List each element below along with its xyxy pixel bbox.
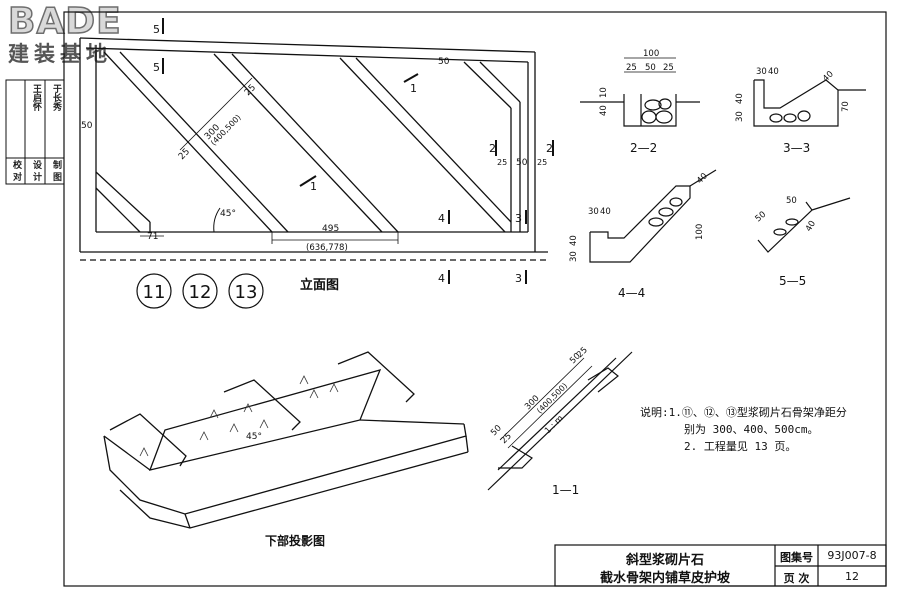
s22-dim-50: 50 [645,63,656,73]
s11-slope: 1 : m [543,414,566,437]
s11-dim-300-alt: (400,500) [535,381,569,415]
dim-25-right-a: 25 [497,158,507,167]
type-mark-13: 13 [235,282,258,303]
s55-label: 5—5 [779,274,806,288]
section-mark-3-a: 3 [515,212,522,225]
type-mark-11: 11 [143,282,166,303]
projection-title: 下部投影图 [265,533,325,548]
atlas-number-label: 图集号 [780,551,813,564]
angle-45: 45° [220,209,236,219]
left-signature-strip [5,79,65,185]
elevation-view [79,18,554,284]
section-2-2 [580,57,700,127]
s22-label: 2—2 [630,141,657,155]
elevation-title: 立面图 [300,277,339,293]
s44-dim-100: 100 [695,224,705,240]
note-line-1: 说明:1.⑪、⑫、⑬型浆砌片石骨架净距分 [640,406,847,419]
atlas-number-value: 93J007-8 [827,549,877,562]
s33-dim-70: 70 [841,101,851,112]
section-mark-4-b: 4 [438,272,445,285]
strip-name-2: 于长秀 [51,84,61,111]
s33-dim-30: 30 [756,67,767,77]
s44-dim-30: 30 [588,207,599,217]
dim-25-right-b: 25 [537,158,547,167]
s55-dim-50b: 50 [786,196,797,206]
section-mark-1-a: 1 [310,180,317,193]
section-mark-2-b: 2 [546,142,553,155]
strip-role-check: 校 对 [11,160,21,182]
section-mark-5-top: 5 [153,23,160,36]
strip-name-1: 王启怀 [31,84,41,111]
dim-left-50: 50 [81,121,93,131]
section-mark-4-a: 4 [438,212,445,225]
section-1-1 [487,351,633,491]
page-number-value: 12 [845,570,859,583]
note-line-2: 别为 300、400、500cm。 [684,423,819,436]
section-5-5 [757,197,851,253]
drawing-title-line1: 斜型浆砌片石 [625,553,704,568]
s33-dim-30-side: 30 [735,111,745,122]
dim-495-alt: (636,778) [306,243,348,253]
s11-dim-25: 25 [499,431,514,446]
dim-495: 495 [322,224,339,234]
s44-dim-40-side: 40 [569,235,579,246]
dim-25-a: 25 [177,147,192,162]
s11-label: 1—1 [552,483,579,497]
s55-dim-40: 40 [804,219,818,233]
strip-role-design: 设 计 [31,160,41,182]
section-mark-1-b: 1 [410,82,417,95]
projection-view [103,351,469,529]
s44-dim-40: 40 [600,207,611,217]
s33-label: 3—3 [783,141,810,155]
s44-dim-40b: 40 [695,171,710,186]
drawing-title-line2: 截水骨架内铺草皮护坡 [599,571,730,586]
s44-dim-30-side: 30 [569,251,579,262]
brand-logo-subtitle: 建装基地 [8,42,112,66]
note-line-3: 2. 工程量见 13 页。 [684,440,797,453]
section-4-4 [589,169,717,263]
elevation-dimensions: 50 71 45° 495 (636,778) 300 (400,500) 25… [81,23,553,285]
section-3-3 [753,79,866,127]
section-mark-3-b: 3 [515,272,522,285]
type-marks [136,273,264,309]
grass-marks [139,375,339,457]
s55-dim-50: 50 [754,210,769,225]
section-mark-2-a: 2 [489,142,496,155]
projection-angle: 45° [246,432,262,442]
s22-dim-40: 40 [599,105,609,116]
s33-dim-40: 40 [768,67,779,77]
s22-dim-25b: 25 [663,63,674,73]
title-block-frame [554,544,887,587]
s44-label: 4—4 [618,286,645,300]
s22-dim-25: 25 [626,63,637,73]
s33-dim-40-side: 40 [735,93,745,104]
dim-50-right: 50 [516,158,528,168]
s22-dim-100: 100 [643,49,659,59]
section-mark-5-mid: 5 [153,61,160,74]
dim-71: 71 [147,232,158,242]
notes-block: 说明:1.⑪、⑫、⑬型浆砌片石骨架净距分 别为 300、400、500cm。 2… [640,404,880,455]
strip-role-draw: 制 图 [51,160,61,182]
drawing-frame [63,11,887,587]
dim-50-top: 50 [438,57,450,67]
type-mark-12: 12 [189,282,212,303]
s22-dim-10: 10 [599,87,609,98]
page-number-label: 页 次 [783,572,810,585]
